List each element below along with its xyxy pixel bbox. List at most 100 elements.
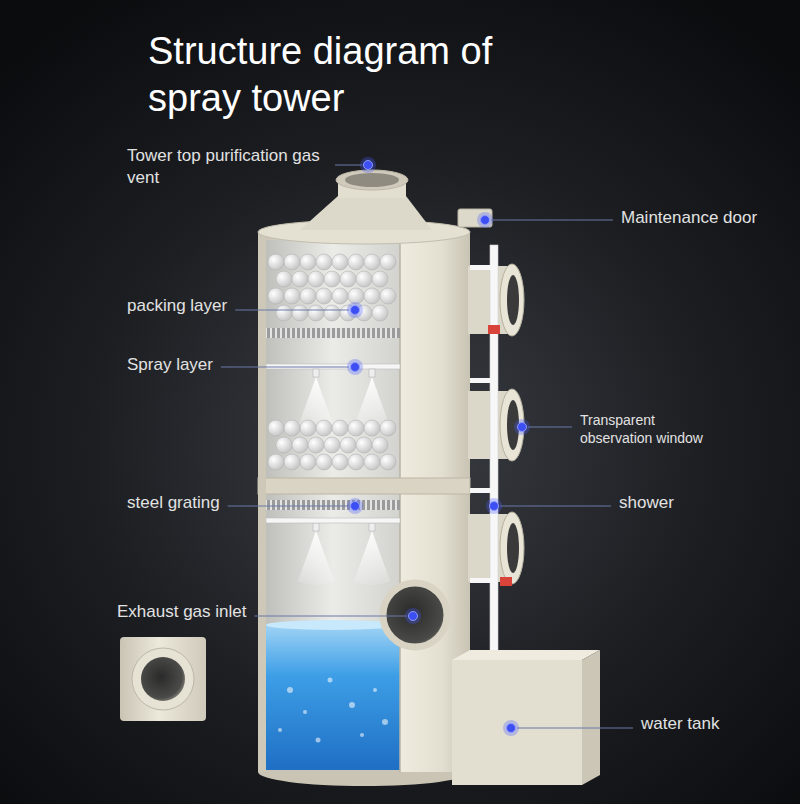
part-label: Tower top purification gas vent xyxy=(127,145,327,189)
callout-dot xyxy=(351,306,360,315)
packing-ball xyxy=(308,305,324,321)
nozzle xyxy=(313,369,319,377)
callout-glow xyxy=(405,608,421,624)
packing-ball xyxy=(292,437,308,453)
spray-cone xyxy=(354,531,390,585)
nozzle xyxy=(369,369,375,377)
leader-line xyxy=(500,506,611,507)
callout-dot xyxy=(507,724,516,733)
packing-ball xyxy=(340,271,356,287)
leader-line xyxy=(254,616,407,617)
diagram-title: Structure diagram of spray tower xyxy=(148,28,568,122)
packing-ball xyxy=(380,288,396,304)
packing-ball xyxy=(348,288,364,304)
spray-cone xyxy=(298,531,334,585)
packing-ball xyxy=(324,437,340,453)
leader-line xyxy=(528,427,572,428)
packing-ball xyxy=(348,454,364,470)
packing-ball xyxy=(284,454,300,470)
packing-ball xyxy=(300,288,316,304)
callout-dot xyxy=(518,423,527,432)
packing-ball xyxy=(364,254,380,270)
window-glass xyxy=(507,523,519,573)
part-label: packing layer xyxy=(127,295,227,317)
part-label: Spray layer xyxy=(127,354,213,376)
packing-ball xyxy=(316,288,332,304)
packing-ball xyxy=(324,305,340,321)
part-label: Transparent observation window xyxy=(580,411,730,447)
packing-ball xyxy=(364,454,380,470)
window-face xyxy=(500,264,524,336)
packing-ball xyxy=(300,254,316,270)
packing-ball xyxy=(276,437,292,453)
nozzle xyxy=(369,523,375,531)
leader-line xyxy=(335,165,362,166)
packing-ball xyxy=(292,305,308,321)
leader-line xyxy=(235,310,349,311)
packing-ball xyxy=(364,420,380,436)
callout-glow xyxy=(514,419,530,435)
callout-dot xyxy=(364,161,373,170)
packing-ball xyxy=(324,271,340,287)
packing-ball xyxy=(340,437,356,453)
packing-ball xyxy=(356,271,372,287)
callout-glow xyxy=(347,498,363,514)
part-label: shower xyxy=(619,492,674,514)
packing-ball xyxy=(348,254,364,270)
packing-ball xyxy=(268,454,284,470)
packing-ball xyxy=(276,305,292,321)
packing-ball xyxy=(316,420,332,436)
packing-ball xyxy=(332,454,348,470)
callout-glow xyxy=(360,157,376,173)
packing-ball xyxy=(348,420,364,436)
packing-ball xyxy=(300,454,316,470)
leader-line xyxy=(221,367,349,368)
packing-ball xyxy=(332,254,348,270)
callout-glow xyxy=(503,720,519,736)
packing-ball xyxy=(372,305,388,321)
callout-glow xyxy=(347,359,363,375)
callout-glow xyxy=(477,212,493,228)
part-label: Exhaust gas inlet xyxy=(117,601,246,623)
callout-dot xyxy=(351,502,360,511)
packing-ball xyxy=(380,254,396,270)
packing-ball xyxy=(268,288,284,304)
packing-ball xyxy=(284,254,300,270)
packing-ball xyxy=(284,420,300,436)
leader-line xyxy=(517,728,633,729)
part-label: steel grating xyxy=(127,492,220,514)
packing-ball xyxy=(380,454,396,470)
packing-ball xyxy=(292,271,308,287)
packing-ball xyxy=(356,437,372,453)
callout-glow xyxy=(486,498,502,514)
packing-ball xyxy=(380,420,396,436)
callout-dot xyxy=(351,363,360,372)
window-glass xyxy=(507,275,519,325)
packing-ball xyxy=(276,271,292,287)
packing-ball xyxy=(268,254,284,270)
packing-ball xyxy=(284,288,300,304)
window-face xyxy=(500,512,524,584)
leader-line xyxy=(228,506,349,507)
leader-line xyxy=(491,220,613,221)
part-label: water tank xyxy=(641,713,719,735)
packing-ball xyxy=(332,420,348,436)
packing-ball xyxy=(308,437,324,453)
packing-ball xyxy=(268,420,284,436)
packing-ball xyxy=(300,420,316,436)
packing-ball xyxy=(332,288,348,304)
packing-ball xyxy=(372,271,388,287)
packing-ball xyxy=(316,454,332,470)
callout-dot xyxy=(490,502,499,511)
callout-glow xyxy=(347,302,363,318)
callout-dot xyxy=(481,216,490,225)
packing-ball xyxy=(364,288,380,304)
packing-ball xyxy=(316,254,332,270)
part-label: Maintenance door xyxy=(621,207,757,229)
nozzle xyxy=(313,523,319,531)
packing-ball xyxy=(372,437,388,453)
packing-ball xyxy=(308,271,324,287)
